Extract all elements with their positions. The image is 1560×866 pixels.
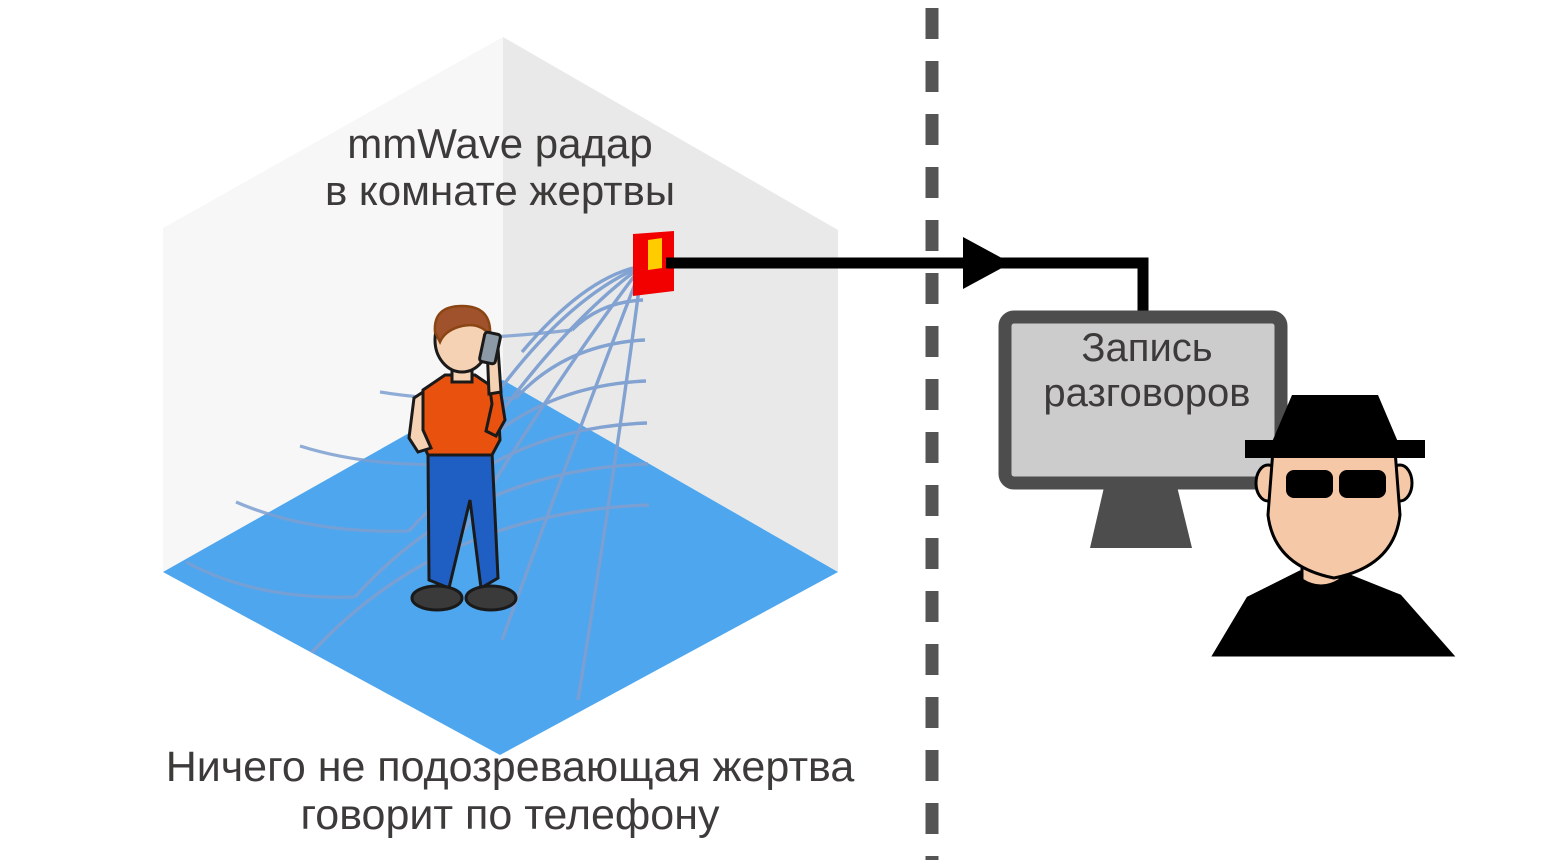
spy-hat-brim [1245, 440, 1425, 458]
radar-label-line1: mmWave радар [347, 120, 653, 167]
victim-jeans [426, 450, 500, 591]
victim-caption-line2: говорит по телефону [300, 791, 720, 840]
room-wall-left [163, 37, 503, 572]
victim-figure [407, 304, 518, 612]
arrow-path [666, 257, 1149, 320]
monitor-text-line2: разговоров [1043, 370, 1251, 415]
radar-chip [648, 238, 662, 270]
room-wall-right [503, 37, 838, 572]
arrow-head [963, 237, 1011, 289]
mmwave-radar-sensor [633, 231, 674, 296]
room-floor [163, 380, 838, 755]
eavesdropper-figure [1211, 395, 1456, 657]
monitor-frame [998, 310, 1288, 490]
radar-label-line2: в комнате жертвы [324, 167, 676, 215]
victim-arm-left [407, 389, 434, 454]
monitor-text-line1: Запись [1081, 326, 1213, 370]
data-flow-arrow [666, 237, 1149, 320]
monitor-screen-text: Запись разговоров [1012, 326, 1282, 416]
victim-caption: Ничего не подозревающая жертва говорит п… [60, 743, 960, 839]
recording-monitor [998, 310, 1288, 548]
spy-sunglass-left [1286, 470, 1333, 498]
victim-shoe-left [410, 584, 464, 612]
spy-hat-crown [1272, 395, 1398, 442]
spy-sunglass-right [1339, 470, 1386, 498]
victim-phone [478, 330, 502, 366]
victim-caption-line1: Ничего не подозревающая жертва [165, 743, 855, 791]
radar-label: mmWave радар в комнате жертвы [200, 120, 800, 214]
victim-shoe-right [464, 584, 518, 612]
spy-face [1266, 448, 1402, 580]
